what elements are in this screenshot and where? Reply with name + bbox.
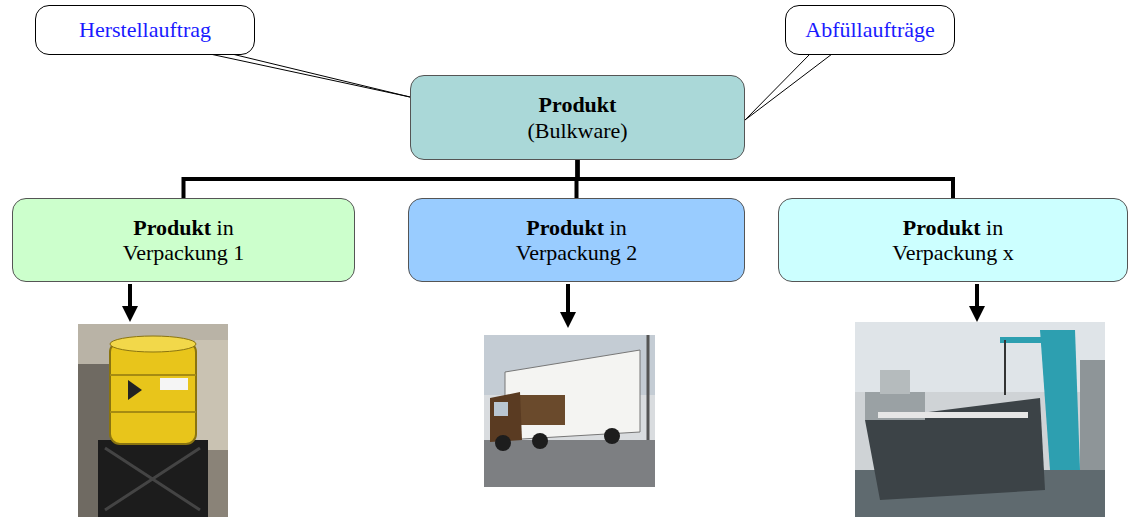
callout-bubble: Herstellauftrag bbox=[35, 5, 255, 55]
truck-picture bbox=[484, 335, 655, 487]
package-box: Produktin Verpackung 1 bbox=[12, 198, 355, 282]
bulk-product-box: Produkt(Bulkware) bbox=[410, 75, 745, 160]
down-arrows bbox=[122, 284, 985, 328]
barrel-picture bbox=[78, 324, 228, 517]
callout-text: Abfüllaufträge bbox=[805, 17, 935, 43]
ship-picture bbox=[855, 322, 1105, 517]
callout-text: Herstellauftrag bbox=[79, 17, 211, 43]
callout-tail bbox=[210, 54, 410, 97]
package-box: Produktin Verpackung x bbox=[778, 198, 1128, 282]
product-title: Produkt bbox=[133, 215, 211, 240]
callout-bubble: Abfüllaufträge bbox=[785, 5, 955, 55]
product-title: Produkt bbox=[903, 215, 981, 240]
package-box: Produktin Verpackung 2 bbox=[408, 198, 745, 282]
product-subtitle: (Bulkware) bbox=[527, 118, 627, 143]
product-title: Produkt bbox=[539, 92, 617, 117]
tree-connector bbox=[578, 160, 954, 198]
text-wrap: Produktin Verpackung 2 bbox=[502, 215, 652, 266]
text-wrap: Produktin Verpackung x bbox=[878, 215, 1028, 266]
callout-tail bbox=[745, 54, 832, 120]
tree-connector bbox=[184, 160, 578, 198]
text-wrap: Produktin Verpackung 1 bbox=[109, 215, 259, 266]
product-title: Produkt bbox=[526, 215, 604, 240]
